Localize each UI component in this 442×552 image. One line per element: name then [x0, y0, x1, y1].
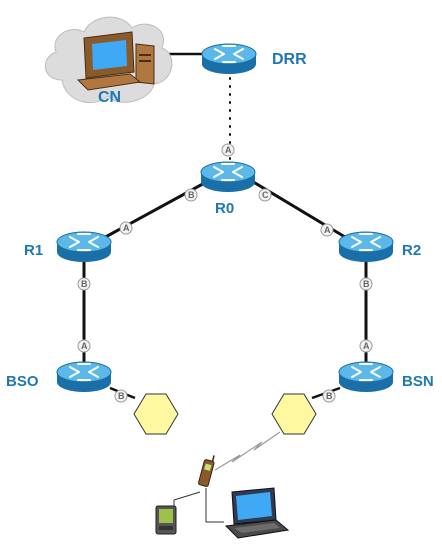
wireless-link — [214, 431, 281, 471]
link-phone-pda — [173, 491, 201, 510]
router-icon — [56, 361, 112, 393]
svg-text:B: B — [81, 279, 88, 289]
svg-text:B: B — [118, 391, 125, 401]
port-r1-bottom: B — [77, 277, 91, 291]
port-r1-top: A — [119, 221, 133, 235]
cn-node: CN — [45, 16, 173, 106]
port-bsn-left: B — [322, 389, 336, 403]
router-r0[interactable] — [200, 161, 256, 193]
desktop-computer-icon — [76, 31, 155, 91]
svg-text:B: B — [326, 391, 333, 401]
router-icon — [200, 161, 256, 193]
svg-text:A: A — [363, 341, 370, 351]
r0-label: R0 — [215, 200, 234, 217]
port-r2-bottom: B — [359, 277, 373, 291]
router-r1[interactable] — [56, 231, 112, 263]
svg-text:A: A — [81, 341, 88, 351]
router-icon — [338, 361, 394, 393]
cell-bso — [133, 393, 179, 435]
port-r0-left: B — [184, 188, 198, 202]
hexagon-cell — [271, 393, 317, 435]
cn-label: CN — [98, 89, 121, 106]
port-r2-top: A — [320, 223, 334, 237]
cell-bsn — [271, 393, 317, 435]
hexagon-cell — [133, 393, 179, 435]
router-bsn[interactable] — [338, 361, 394, 393]
svg-text:A: A — [225, 145, 232, 155]
mobile-phone-icon[interactable] — [198, 453, 216, 487]
bso-label: BSO — [6, 373, 39, 390]
svg-text:A: A — [324, 225, 331, 235]
router-icon — [201, 43, 257, 75]
router-bso[interactable] — [56, 361, 112, 393]
bsn-label: BSN — [402, 373, 434, 390]
svg-text:B: B — [188, 190, 195, 200]
router-r2[interactable] — [338, 231, 394, 263]
port-bsn-top: A — [359, 339, 373, 353]
port-r0-right: C — [258, 188, 272, 202]
r1-label: R1 — [24, 242, 43, 259]
port-bso-right: B — [114, 389, 128, 403]
router-drr[interactable] — [201, 43, 257, 75]
svg-text:A: A — [123, 223, 130, 233]
svg-text:B: B — [363, 279, 370, 289]
svg-text:C: C — [262, 190, 269, 200]
links — [82, 52, 368, 523]
port-r0-top: A — [221, 143, 235, 157]
drr-label: DRR — [272, 51, 307, 68]
port-bso-top: A — [77, 339, 91, 353]
pda-icon[interactable] — [155, 505, 177, 535]
router-icon — [56, 231, 112, 263]
laptop-icon[interactable] — [224, 487, 290, 539]
link-phone-laptop — [205, 488, 224, 523]
router-icon — [338, 231, 394, 263]
r2-label: R2 — [402, 242, 421, 259]
